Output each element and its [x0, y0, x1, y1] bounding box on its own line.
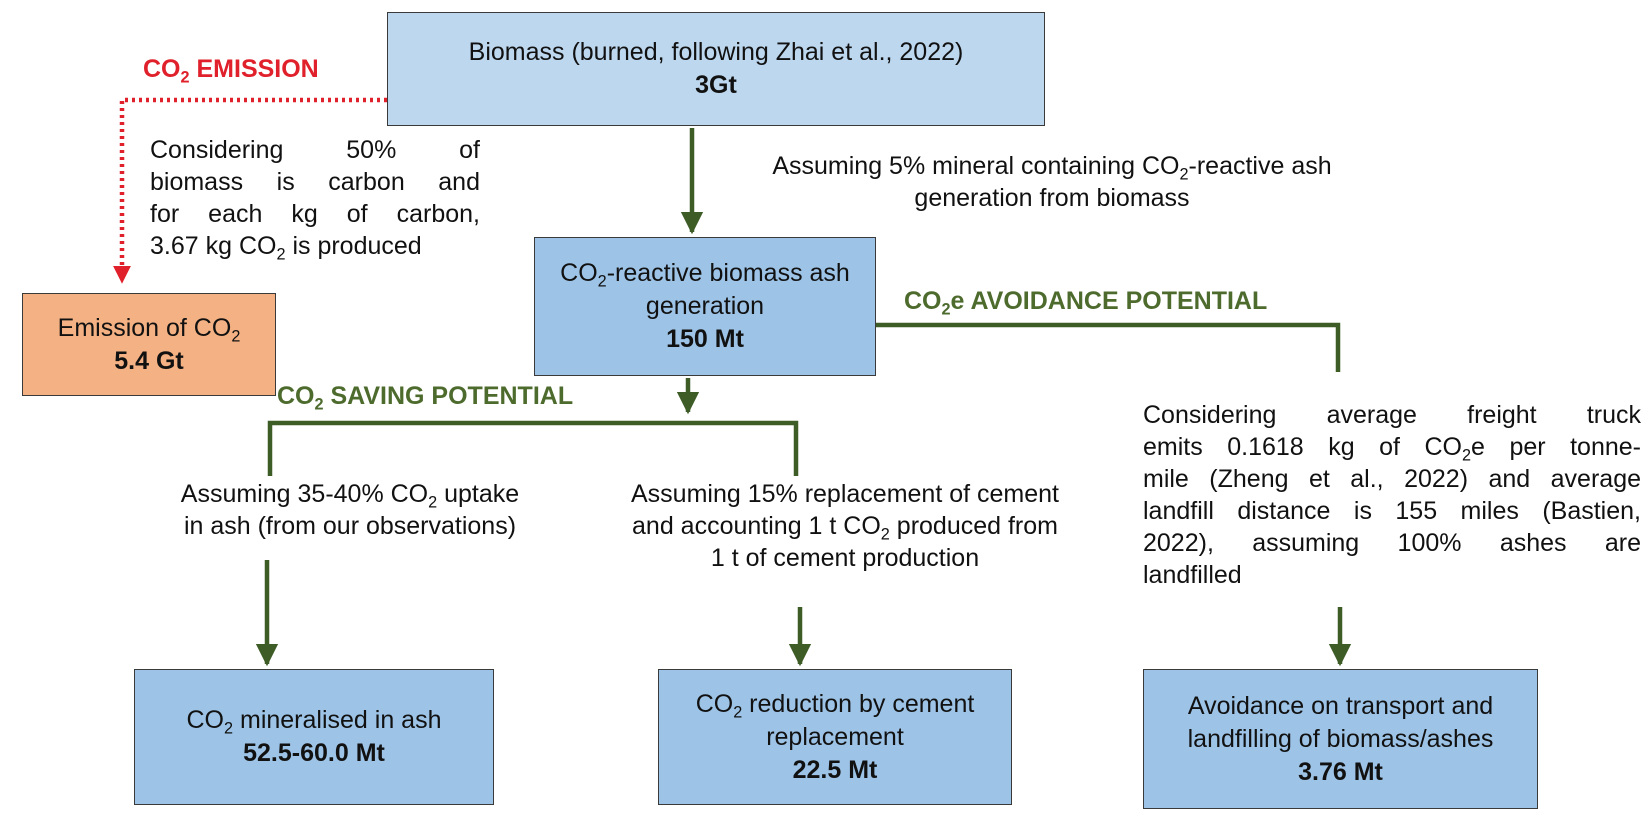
- emission-dotted-connector: [113, 97, 387, 284]
- cement-value: 22.5 Mt: [792, 755, 878, 784]
- mineralised-box: CO2 mineralised in ash 52.5-60.0 Mt: [134, 669, 494, 805]
- emission-label: Emission of CO2: [57, 313, 241, 346]
- biomass-value: 3Gt: [695, 71, 737, 99]
- ash-generation-box: CO2-reactive biomass ash generation 150 …: [534, 237, 876, 376]
- co2e-avoidance-potential-label: CO2e AVOIDANCE POTENTIAL: [904, 287, 1268, 319]
- avoidance-box: Avoidance on transport and landfilling o…: [1143, 669, 1538, 809]
- freight-truck-note: Considering average freight truck emits …: [1143, 401, 1641, 589]
- carbon-assumption-note: Considering 50% of biomass is carbon and…: [150, 136, 480, 264]
- mineralised-label: CO2 mineralised in ash: [186, 706, 442, 738]
- emission-box: Emission of CO2 5.4 Gt: [22, 293, 276, 396]
- connector-saving-split: [267, 420, 799, 476]
- emission-value: 5.4 Gt: [114, 346, 184, 375]
- avoidance-label: Avoidance on transport and landfilling o…: [1187, 691, 1494, 753]
- ash-generation-value: 150 Mt: [666, 325, 744, 353]
- uptake-note: Assuming 35-40% CO2 uptake in ash (from …: [180, 480, 520, 540]
- mineralised-value: 52.5-60.0 Mt: [243, 739, 385, 767]
- connector-avoidance-branch: [874, 322, 1341, 372]
- co2-emission-label: CO2 EMISSION: [143, 55, 319, 87]
- cement-replacement-note: Assuming 15% replacement of cement and a…: [631, 480, 1059, 572]
- biomass-box: Biomass (burned, following Zhai et al., …: [387, 12, 1045, 126]
- co2-saving-potential-label: CO2 SAVING POTENTIAL: [277, 382, 574, 414]
- cement-label: CO2 reduction by cement replacement: [695, 689, 975, 751]
- mineral-ash-note: Assuming 5% mineral containing CO2-react…: [772, 152, 1332, 212]
- cement-box: CO2 reduction by cement replacement 22.5…: [658, 669, 1012, 805]
- biomass-label: Biomass (burned, following Zhai et al., …: [468, 38, 964, 66]
- avoidance-value: 3.76 Mt: [1298, 757, 1383, 786]
- ash-generation-label: CO2-reactive biomass ash generation: [560, 259, 850, 320]
